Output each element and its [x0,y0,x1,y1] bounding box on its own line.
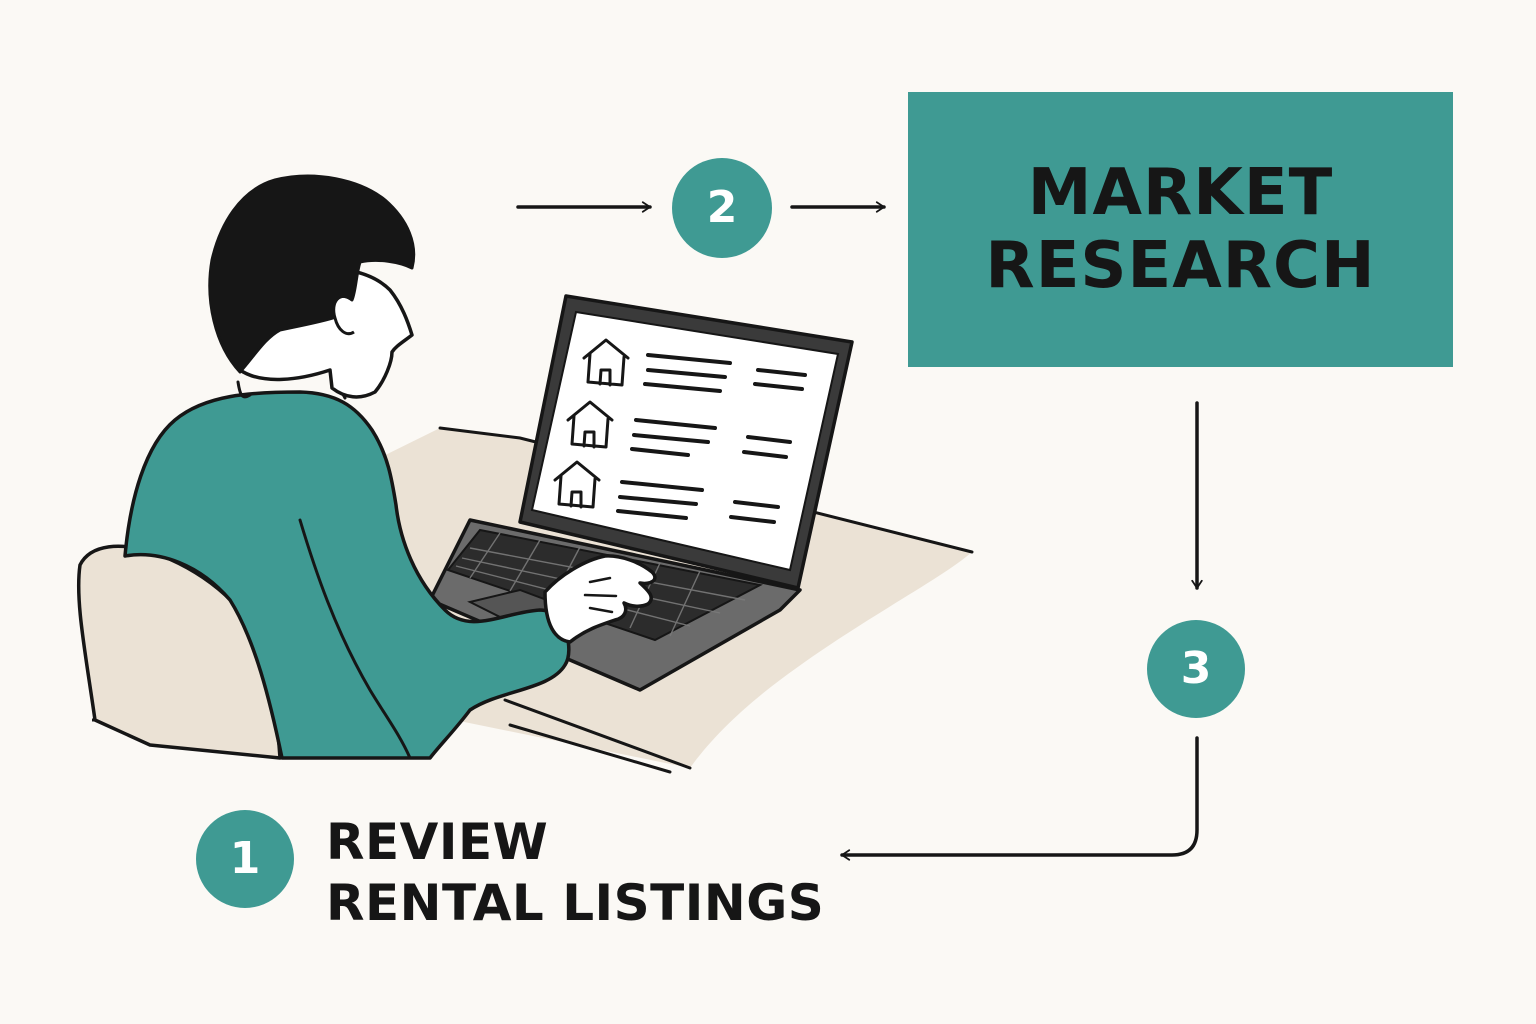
flow-arrows [516,201,1203,861]
arrow-to-step-1 [840,736,1199,861]
hand [543,554,657,644]
laptop [428,294,854,692]
step-3-badge: 3 [1147,620,1245,718]
review-rental-listings-label: REVIEW RENTAL LISTINGS [326,812,824,934]
step-2-badge: 2 [672,158,772,258]
house-icon [553,460,601,509]
step-1-badge: 1 [196,810,294,908]
hair [208,174,416,374]
review-line-1: REVIEW [326,813,549,871]
listing-row [553,460,780,524]
research-line-1: MARKET [1027,155,1334,230]
market-research-box: MARKET RESEARCH [908,92,1453,367]
research-line-2: RESEARCH [985,228,1376,303]
house-icon [566,400,614,449]
listing-row [566,400,792,459]
review-line-2: RENTAL LISTINGS [326,874,825,932]
listing-row [582,338,807,393]
person [123,174,657,760]
house-icon [582,338,630,387]
